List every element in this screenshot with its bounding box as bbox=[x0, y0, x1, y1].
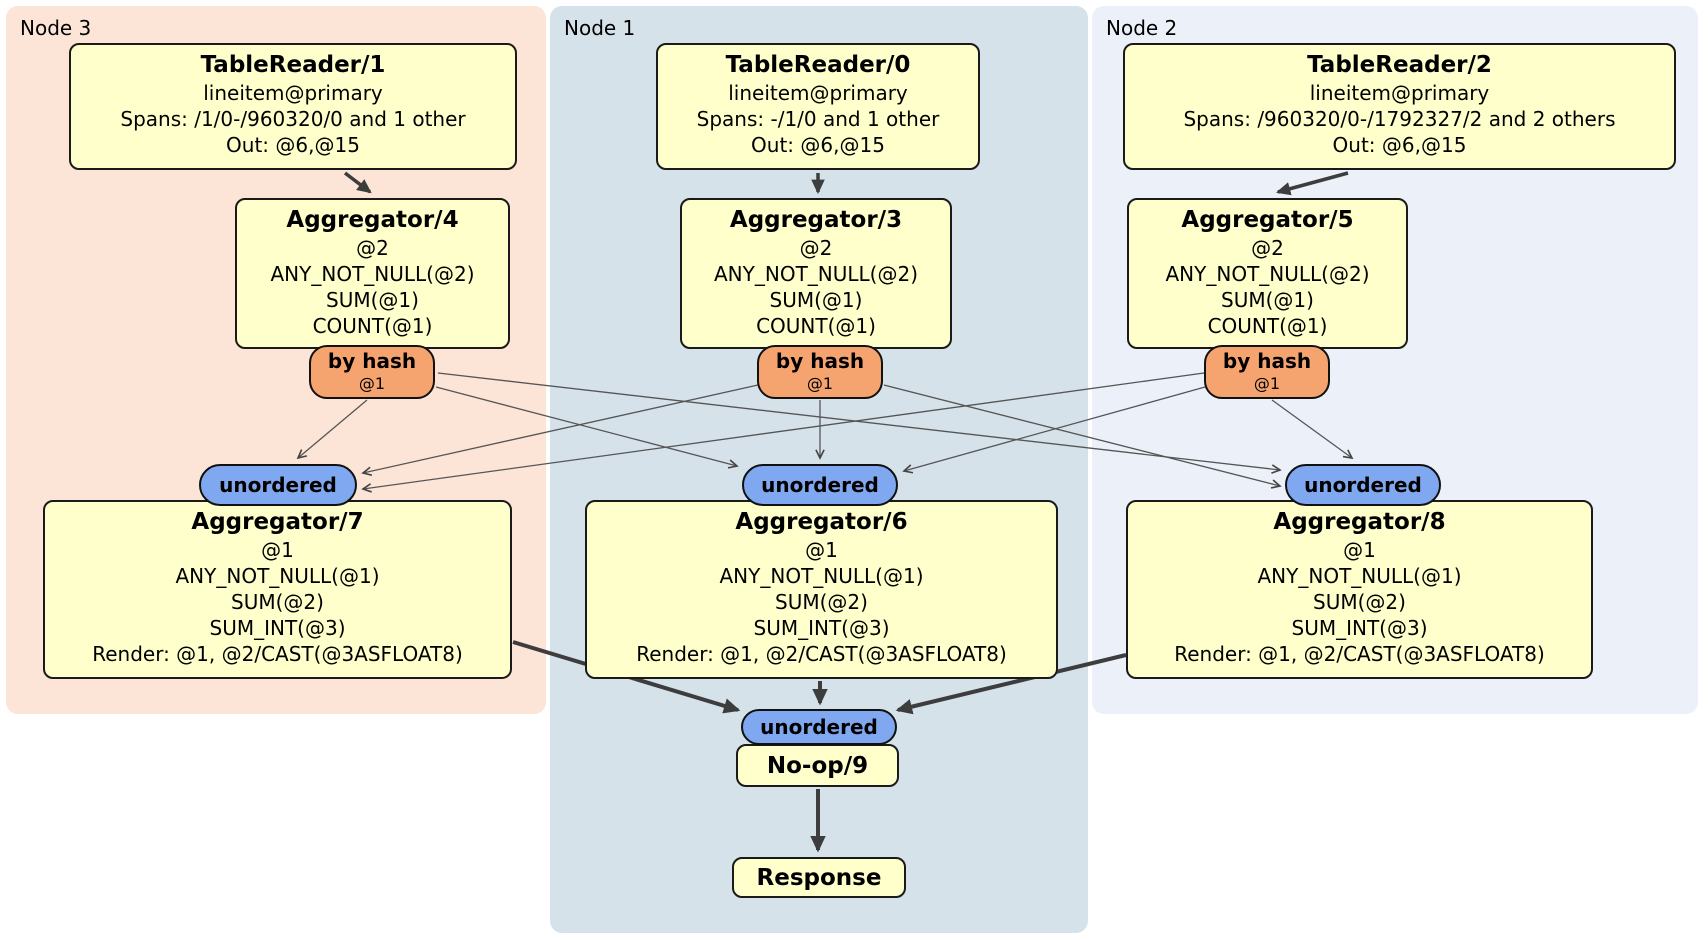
processor-detail: Out: @6,@15 bbox=[226, 133, 360, 157]
processor-title: Aggregator/5 bbox=[1181, 207, 1354, 233]
processor-detail: @2 bbox=[799, 236, 833, 260]
edge-byhash-node3-unordered-node1 bbox=[435, 386, 737, 466]
processor-detail: ANY_NOT_NULL(@2) bbox=[270, 262, 475, 286]
processor-detail: SUM(@2) bbox=[1313, 590, 1406, 614]
processor-detail: lineitem@primary bbox=[728, 81, 908, 105]
processor-detail: @2 bbox=[356, 236, 389, 260]
processor-detail: COUNT(@1) bbox=[756, 314, 876, 338]
router-label: by hash bbox=[327, 349, 417, 373]
processor-detail: Spans: /960320/0-/1792327/2 and 2 others bbox=[1183, 107, 1616, 131]
router-label: by hash bbox=[1222, 349, 1312, 373]
processor-title: Response bbox=[756, 864, 882, 891]
stream-label: unordered bbox=[1304, 473, 1422, 497]
aggregator-7-box: Aggregator/7 @1 ANY_NOT_NULL(@1) SUM(@2)… bbox=[43, 500, 512, 679]
noop-9-box: No-op/9 bbox=[736, 744, 899, 787]
tablereader-1-box: TableReader/1 lineitem@primary Spans: /1… bbox=[69, 43, 517, 170]
aggregator-5-box: Aggregator/5 @2 ANY_NOT_NULL(@2) SUM(@1)… bbox=[1127, 198, 1408, 349]
processor-detail: ANY_NOT_NULL(@2) bbox=[714, 262, 918, 286]
edge-byhash-node1-unordered-node2 bbox=[883, 384, 1280, 486]
stream-label: unordered bbox=[761, 473, 879, 497]
processor-detail: lineitem@primary bbox=[1309, 81, 1490, 105]
byhash-router-node3: by hash @1 bbox=[309, 345, 435, 399]
router-label: by hash bbox=[775, 349, 865, 373]
byhash-router-node1: by hash @1 bbox=[757, 345, 883, 399]
byhash-router-node2: by hash @1 bbox=[1204, 345, 1330, 399]
edge-byhash-node2-unordered-node2 bbox=[1271, 399, 1352, 458]
aggregator-3-box: Aggregator/3 @2 ANY_NOT_NULL(@2) SUM(@1)… bbox=[680, 198, 952, 349]
edge-aggregator8-final-unordered bbox=[895, 653, 1127, 715]
processor-detail: SUM(@2) bbox=[231, 590, 324, 614]
processor-detail: COUNT(@1) bbox=[1207, 314, 1328, 338]
edge-byhash-node2-unordered-node1 bbox=[904, 386, 1206, 471]
processor-detail: Render: @1, @2/CAST(@3ASFLOAT8) bbox=[92, 642, 463, 666]
processor-title: No-op/9 bbox=[766, 752, 869, 779]
processor-detail: @1 bbox=[1343, 538, 1376, 562]
processor-detail: SUM(@1) bbox=[769, 288, 863, 312]
processor-title: Aggregator/8 bbox=[1273, 509, 1446, 535]
edge-tablereader1-aggregator4 bbox=[343, 171, 372, 194]
edge-byhash-node1-unordered-node3 bbox=[363, 384, 759, 473]
router-columns: @1 bbox=[806, 374, 834, 393]
processor-title: Aggregator/6 bbox=[735, 509, 908, 535]
processor-detail: SUM(@1) bbox=[326, 288, 419, 312]
processor-title: TableReader/0 bbox=[725, 52, 911, 78]
router-columns: @1 bbox=[358, 374, 386, 393]
processor-detail: ANY_NOT_NULL(@1) bbox=[719, 564, 924, 588]
processor-detail: Out: @6,@15 bbox=[751, 133, 885, 157]
node1-region-label: Node 1 bbox=[564, 16, 636, 40]
stream-label: unordered bbox=[760, 715, 878, 739]
processor-detail: ANY_NOT_NULL(@1) bbox=[1257, 564, 1462, 588]
processor-detail: SUM_INT(@3) bbox=[209, 616, 346, 640]
processor-detail: Spans: -/1/0 and 1 other bbox=[696, 107, 940, 131]
router-columns: @1 bbox=[1253, 374, 1281, 393]
tablereader-2-box: TableReader/2 lineitem@primary Spans: /9… bbox=[1123, 43, 1676, 170]
stream-label: unordered bbox=[219, 473, 337, 497]
unordered-stream-node2: unordered bbox=[1285, 464, 1441, 506]
unordered-stream-node3: unordered bbox=[199, 464, 357, 506]
tablereader-0-box: TableReader/0 lineitem@primary Spans: -/… bbox=[656, 43, 980, 170]
processor-detail: Out: @6,@15 bbox=[1332, 133, 1467, 157]
node3-region-label: Node 3 bbox=[20, 16, 92, 40]
processor-detail: Render: @1, @2/CAST(@3ASFLOAT8) bbox=[1174, 642, 1545, 666]
processor-detail: Spans: /1/0-/960320/0 and 1 other bbox=[120, 107, 466, 131]
processor-detail: SUM_INT(@3) bbox=[753, 616, 890, 640]
aggregator-4-box: Aggregator/4 @2 ANY_NOT_NULL(@2) SUM(@1)… bbox=[235, 198, 510, 349]
processor-detail: SUM_INT(@3) bbox=[1291, 616, 1428, 640]
response-box: Response bbox=[732, 857, 906, 898]
edge-byhash-node3-unordered-node3 bbox=[298, 399, 368, 458]
processor-title: TableReader/1 bbox=[200, 52, 386, 78]
processor-detail: Render: @1, @2/CAST(@3ASFLOAT8) bbox=[636, 642, 1007, 666]
aggregator-6-box: Aggregator/6 @1 ANY_NOT_NULL(@1) SUM(@2)… bbox=[585, 500, 1058, 679]
processor-detail: COUNT(@1) bbox=[312, 314, 433, 338]
processor-detail: ANY_NOT_NULL(@1) bbox=[175, 564, 380, 588]
processor-detail: SUM(@1) bbox=[1221, 288, 1314, 312]
edge-byhash-node2-unordered-node3 bbox=[363, 372, 1205, 489]
edge-tablereader2-aggregator5 bbox=[1275, 171, 1349, 196]
node2-region-label: Node 2 bbox=[1106, 16, 1178, 40]
processor-title: Aggregator/7 bbox=[191, 509, 364, 535]
processor-detail: ANY_NOT_NULL(@2) bbox=[1165, 262, 1370, 286]
processor-detail: @1 bbox=[805, 538, 838, 562]
processor-title: TableReader/2 bbox=[1307, 52, 1492, 78]
aggregator-8-box: Aggregator/8 @1 ANY_NOT_NULL(@1) SUM(@2)… bbox=[1126, 500, 1593, 679]
unordered-stream-final: unordered bbox=[741, 709, 897, 745]
unordered-stream-node1: unordered bbox=[742, 464, 898, 506]
processor-detail: @2 bbox=[1251, 236, 1284, 260]
processor-title: Aggregator/4 bbox=[286, 207, 459, 233]
edge-byhash-node3-unordered-node2 bbox=[437, 372, 1280, 470]
processor-title: Aggregator/3 bbox=[729, 207, 903, 233]
processor-detail: @1 bbox=[261, 538, 294, 562]
processor-detail: SUM(@2) bbox=[775, 590, 868, 614]
processor-detail: lineitem@primary bbox=[203, 81, 383, 105]
